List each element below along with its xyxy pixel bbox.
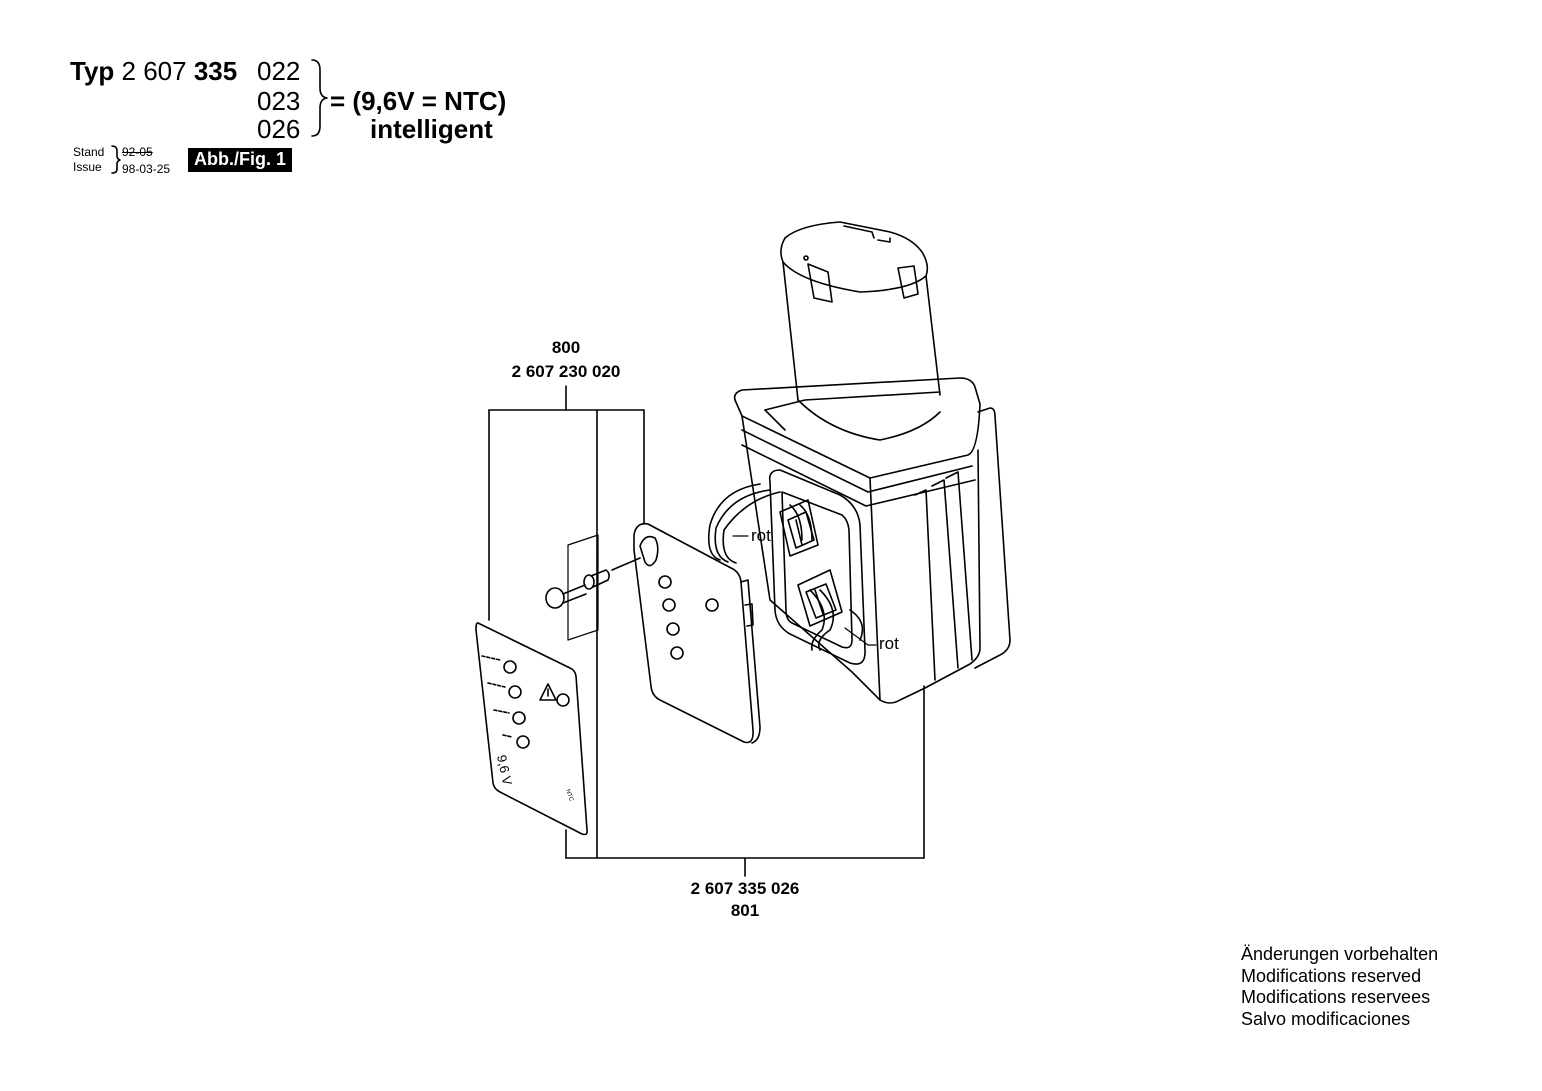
lower-connector — [797, 569, 843, 627]
note-en: Modifications reserved — [1241, 965, 1422, 986]
wiring-harness — [707, 483, 864, 651]
stand-label: Stand — [73, 145, 105, 159]
figure-badge: Abb./Fig. 1 — [188, 148, 292, 172]
battery-cell-block — [780, 221, 941, 441]
variant-026: 026 — [257, 114, 301, 144]
stand-brace — [111, 145, 121, 174]
rot-leader-2 — [844, 627, 877, 646]
part-bold: 335 — [193, 56, 238, 86]
typ-label: Typ — [70, 56, 115, 86]
note-es: Salvo modificaciones — [1241, 1008, 1411, 1029]
callout-part-800: 2 607 230 020 — [511, 362, 621, 381]
callout-part-801: 2 607 335 026 — [690, 879, 800, 898]
issue-label: Issue — [73, 160, 102, 174]
modification-notes: Änderungen vorbehalten Modifications res… — [1241, 944, 1438, 1030]
header-brace — [311, 59, 328, 137]
type-line: Typ 2 607 335 — [70, 56, 237, 87]
screw — [545, 557, 641, 609]
wire-label-rot-upper: rot — [751, 526, 771, 545]
battery-housing — [733, 377, 1011, 704]
note-fr: Modifications reservees — [1241, 987, 1431, 1007]
variant-022: 022 — [257, 56, 301, 86]
variant-023: 023 — [257, 86, 301, 116]
callout-item-801: 801 — [730, 901, 760, 920]
note-de: Änderungen vorbehalten — [1241, 944, 1439, 964]
label-plate — [475, 622, 588, 836]
label-plate-voltage: 9,6 V — [494, 754, 515, 787]
part-prefix: 2 607 — [121, 56, 187, 86]
callout-bracket-801 — [565, 685, 925, 877]
cover-plate — [633, 522, 761, 744]
callout-item-800: 800 — [551, 338, 581, 357]
upper-connector — [779, 499, 819, 557]
callout-bracket-800 — [488, 385, 645, 859]
voltage-equation: = (9,6V = NTC) — [330, 86, 507, 116]
old-date: 92-05 — [122, 145, 153, 159]
back-panel-plate — [567, 534, 599, 641]
subtitle-intelligent: intelligent — [370, 114, 493, 144]
label-plate-ntc: NTC — [564, 789, 574, 803]
wire-label-rot-lower: rot — [879, 634, 899, 653]
issue-date: 98-03-25 — [122, 162, 171, 176]
